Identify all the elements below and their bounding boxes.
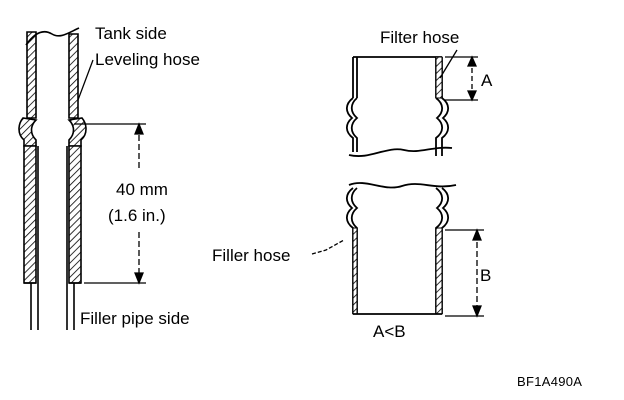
dimension-b-marker xyxy=(445,228,484,318)
dimension-a-label: A xyxy=(481,71,493,90)
filler-pipe-side-label: Filler pipe side xyxy=(80,309,190,328)
dimension-b-label: B xyxy=(480,266,492,285)
filter-hose-label: Filter hose xyxy=(380,28,460,47)
comparison-label: A<B xyxy=(373,322,406,341)
lower-hose-left-wall xyxy=(23,145,37,284)
dimension-a-marker xyxy=(445,55,478,102)
tank-side-label: Tank side xyxy=(95,24,167,43)
pipe-bead-left xyxy=(18,117,38,147)
length-in-label: (1.6 in.) xyxy=(108,206,166,225)
filler-hose-label: Filler hose xyxy=(212,246,291,265)
pipe-bead-right xyxy=(67,117,87,147)
filter-hose-leader xyxy=(439,49,458,79)
upper-hose-cut-edge xyxy=(25,27,80,46)
length-mm-label: 40 mm xyxy=(116,180,168,199)
leveling-hose-label: Leveling hose xyxy=(95,50,200,69)
leveling-hose-leader xyxy=(77,59,94,101)
leveling-hose-assembly xyxy=(18,27,87,330)
figure-code-label: BF1A490A xyxy=(517,374,583,389)
lower-hose-right-wall xyxy=(68,145,82,284)
filter-hose-section xyxy=(345,56,453,157)
filler-hose-section xyxy=(345,182,457,315)
filler-hose-leader xyxy=(311,239,345,255)
upper-hose-right-wall xyxy=(68,33,79,119)
upper-hose-left-wall xyxy=(26,31,37,119)
length-dimension xyxy=(74,122,146,285)
